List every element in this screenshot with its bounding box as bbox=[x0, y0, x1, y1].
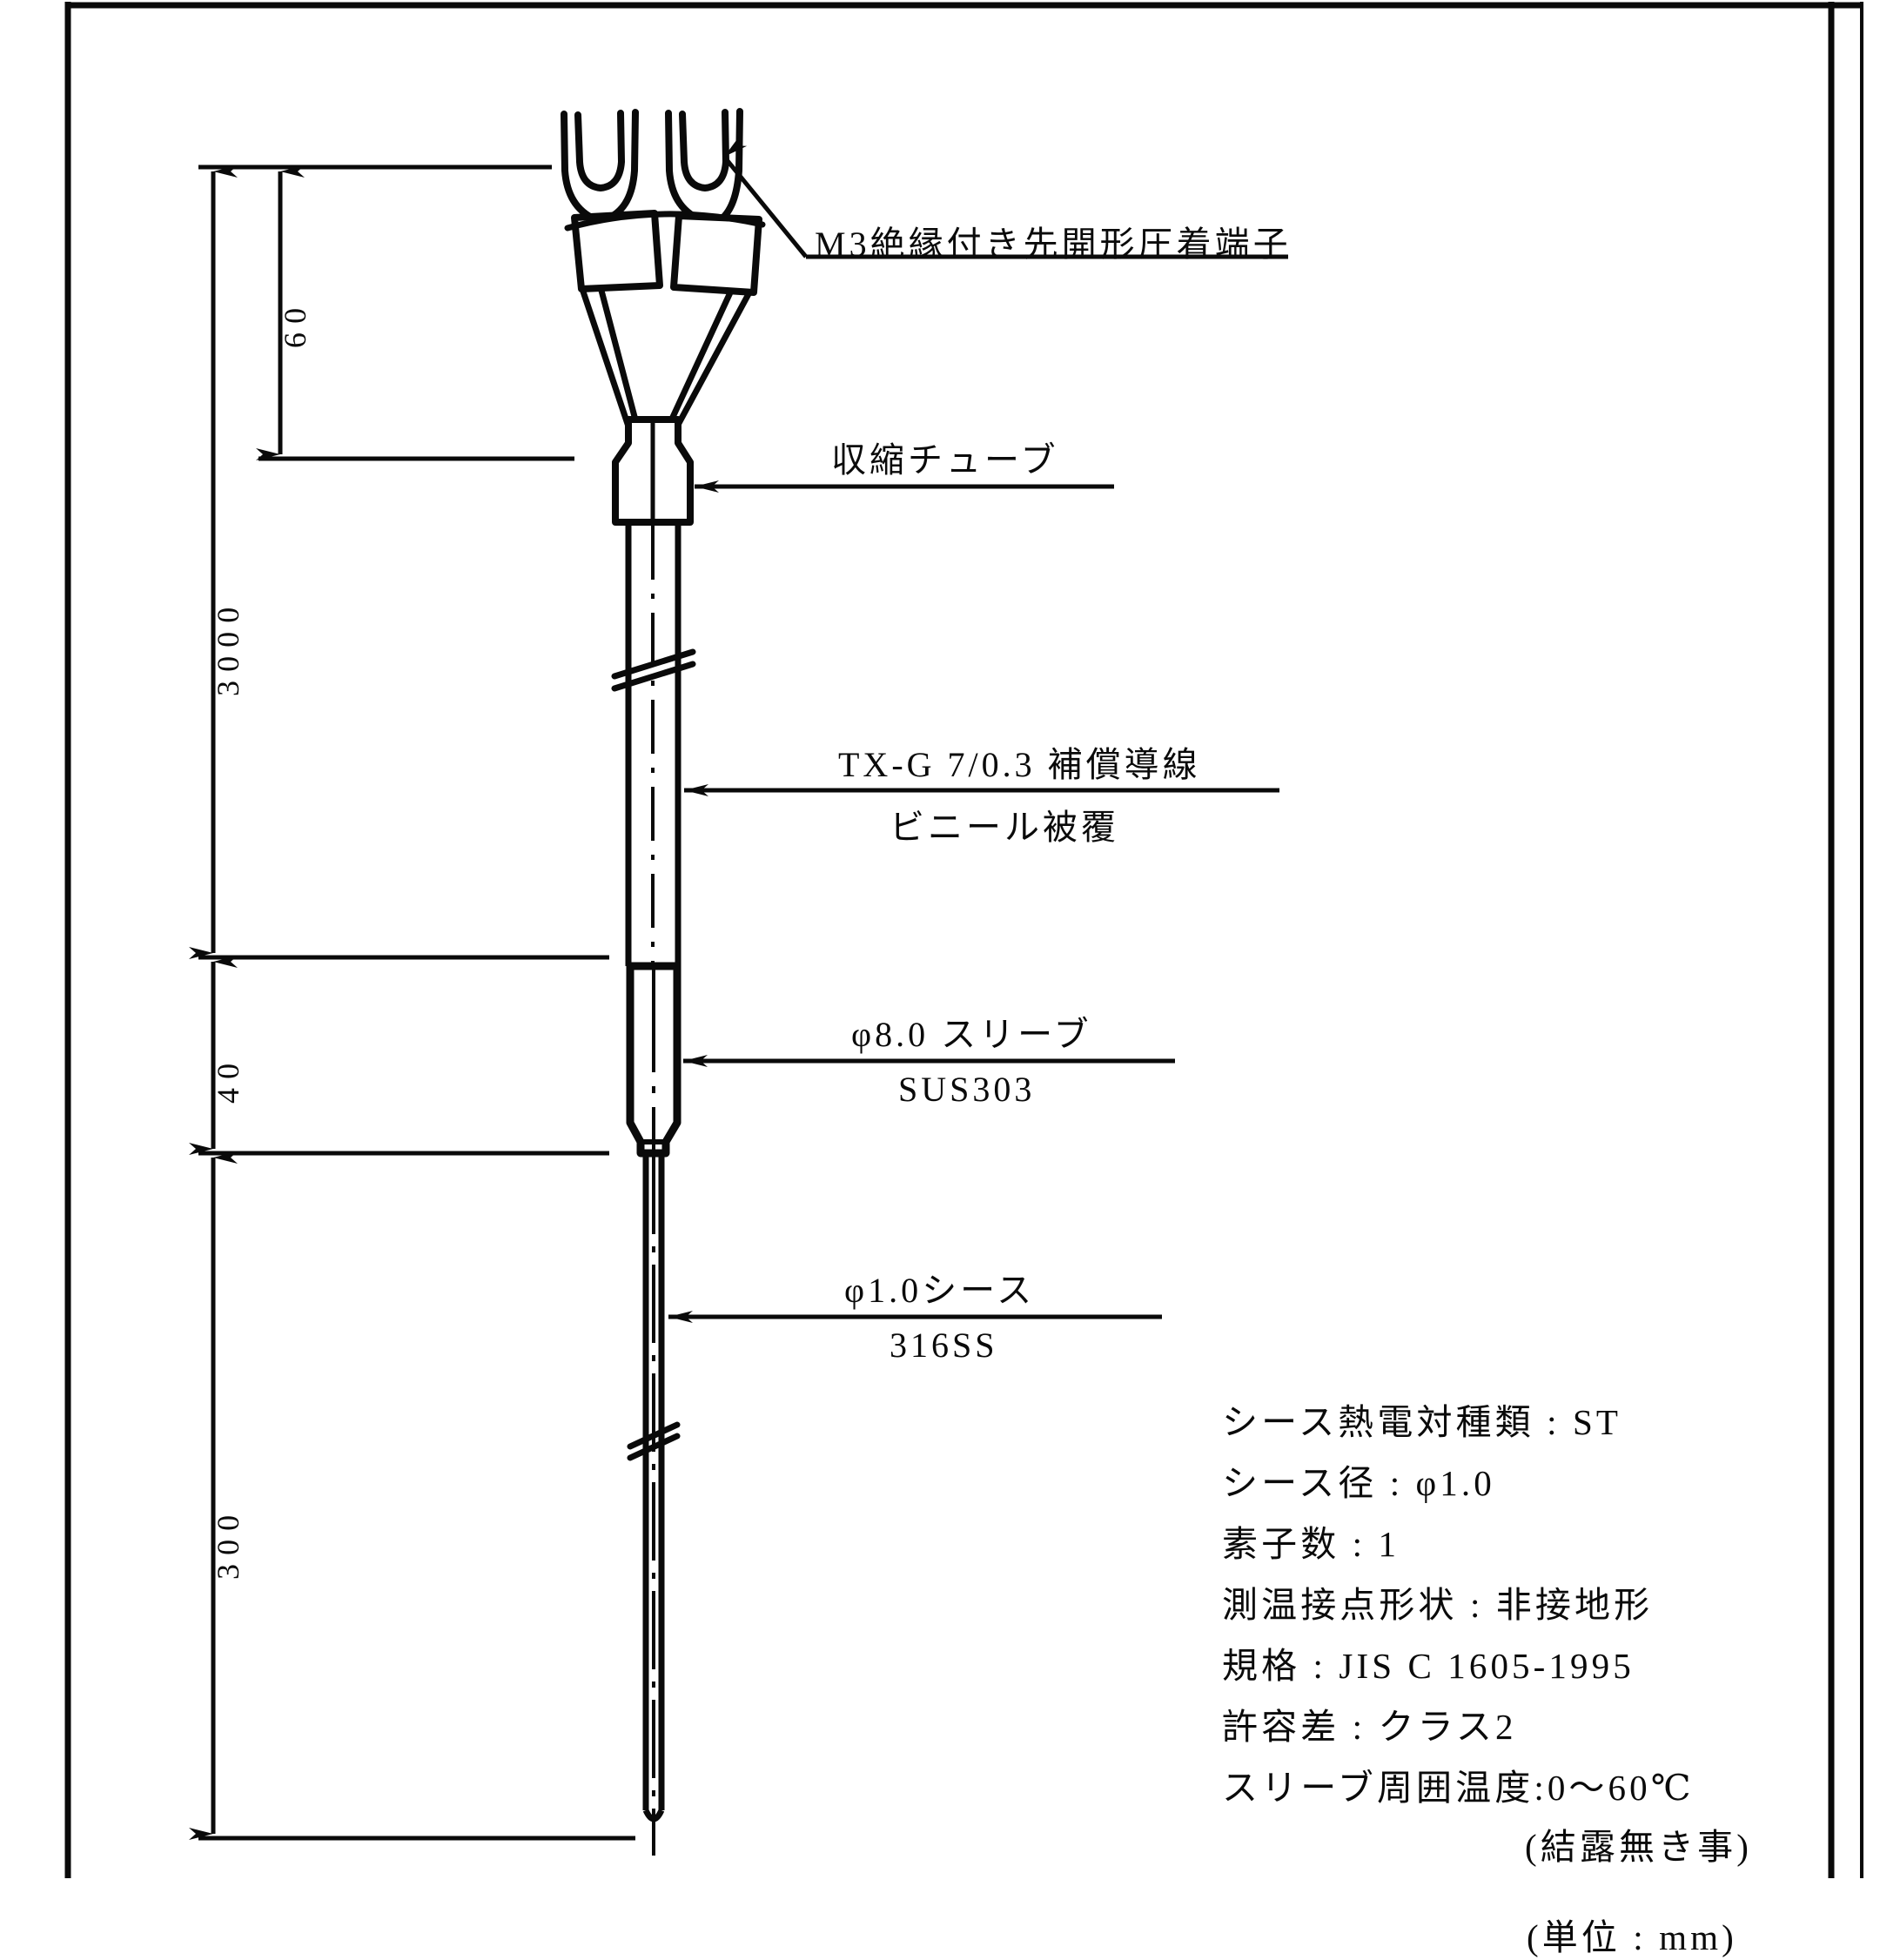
callout-lead-wire-line2: ビニール被覆 bbox=[890, 808, 1119, 847]
dimension-label-40: 40 bbox=[211, 1054, 245, 1104]
dimension-3000 bbox=[189, 164, 609, 960]
fork-terminal-right-sleeve bbox=[670, 212, 762, 296]
technical-drawing-canvas bbox=[64, 2, 1863, 1878]
sheath-break-mark bbox=[627, 1421, 681, 1461]
note-condensation: (結露無き事) bbox=[1525, 1827, 1753, 1867]
dimension-60 bbox=[198, 164, 574, 461]
callout-crimp-terminal: M3絶縁付き先開形圧着端子 bbox=[815, 225, 1292, 264]
spec-sheath-thermocouple-type: シース熱電対種類 : ST bbox=[1222, 1402, 1622, 1442]
dimension-label-300: 300 bbox=[211, 1506, 245, 1580]
dimension-label-3000: 3000 bbox=[211, 598, 245, 696]
spec-sheath-diameter: シース径 : φ1.0 bbox=[1222, 1463, 1495, 1503]
spec-standard: 規格 : JIS C 1605-1995 bbox=[1222, 1646, 1635, 1686]
dimension-label-60: 60 bbox=[278, 299, 312, 348]
drawing-sheet: 60 3000 40 300 M3絶縁付き先開形圧着端子 収縮チューブ TX-G… bbox=[64, 2, 1863, 1957]
callout-sleeve-line1: φ8.0 スリーブ bbox=[851, 1015, 1092, 1054]
terminal-insulation-arc bbox=[564, 211, 766, 232]
callout-shrink-tube: 収縮チューブ bbox=[831, 440, 1059, 480]
callout-sheath-line1: φ1.0シース bbox=[844, 1271, 1036, 1310]
spec-sleeve-ambient-temperature: スリーブ周囲温度:0〜60℃ bbox=[1222, 1768, 1695, 1808]
spec-element-count: 素子数 : 1 bbox=[1222, 1524, 1400, 1564]
cable-break-mark bbox=[611, 648, 696, 692]
spec-junction-type: 測温接点形状 : 非接地形 bbox=[1222, 1585, 1654, 1625]
compensating-lead-cable bbox=[625, 522, 682, 966]
callout-sleeve-line2: SUS303 bbox=[898, 1070, 1036, 1109]
spec-tolerance: 許容差 : クラス2 bbox=[1222, 1707, 1517, 1747]
dimension-300 bbox=[189, 1151, 635, 1841]
split-lead-wires bbox=[579, 286, 753, 428]
note-units: (単位 : mm) bbox=[1527, 1917, 1737, 1957]
page-border bbox=[64, 2, 1863, 1878]
callout-sheath-line2: 316SS bbox=[890, 1326, 998, 1365]
callout-lead-wire-line1: TX-G 7/0.3 補償導線 bbox=[838, 745, 1201, 784]
dimension-40 bbox=[189, 955, 609, 1156]
fork-terminal-left-icon bbox=[561, 109, 639, 232]
leader-crimp-terminal bbox=[722, 136, 1288, 259]
